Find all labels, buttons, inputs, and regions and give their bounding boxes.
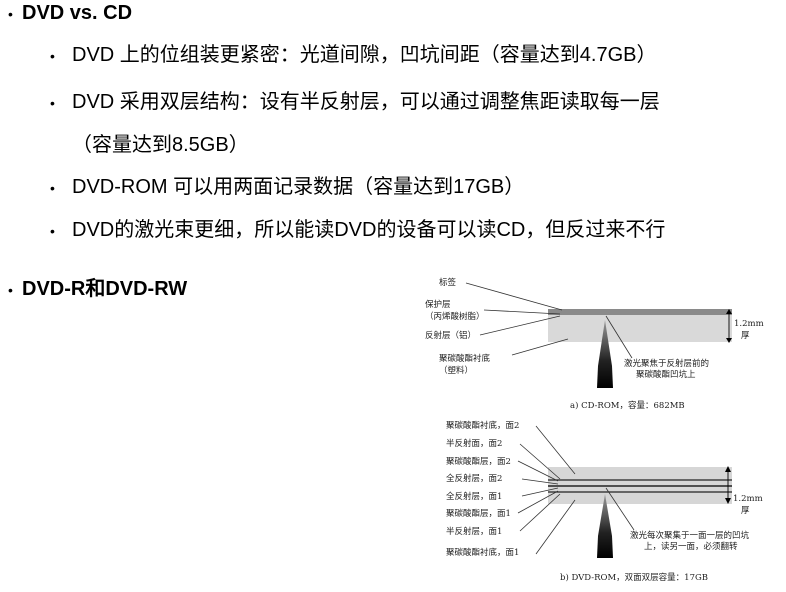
disc-structure-figure: 1.2mm 厚 标签 保护层 （丙烯酸树脂） 反射层（铝） 聚碳酸酯衬底 （塑料…: [410, 268, 780, 587]
item-continuation: （容量达到8.5GB）: [72, 134, 249, 156]
cd-label: 保护层: [425, 299, 451, 310]
dvd-annotation: 上，读另一面，必须翻转: [644, 541, 738, 552]
dvd-label: 半反射面，面2: [446, 438, 502, 449]
item-text: DVD的激光束更细，所以能读DVD的设备可以读CD，但反过来不行: [72, 219, 666, 241]
dvd-annotation: 激光每次聚集于一面一层的凹坑: [630, 530, 750, 541]
list-item: • DVD-ROM 可以用两面记录数据（容量达到17GB）: [50, 174, 524, 201]
bullet-icon: •: [50, 94, 55, 111]
cd-rom-diagram: 1.2mm 厚 标签 保护层 （丙烯酸树脂） 反射层（铝） 聚碳酸酯衬底 （塑料…: [425, 277, 764, 411]
heading-text: DVD-R和DVD-RW: [22, 278, 188, 300]
cd-thickness-unit: 厚: [741, 331, 750, 341]
cd-label: 反射层（铝）: [425, 330, 476, 341]
dvd-thickness: 1.2mm: [733, 494, 763, 504]
list-item: • DVD 采用双层结构：设有半反射层，可以通过调整焦距读取每一层: [50, 89, 660, 116]
laser-beam-icon: [597, 494, 613, 558]
heading-text: DVD vs. CD: [22, 2, 133, 24]
bullet-icon: •: [50, 179, 55, 196]
cd-protective-layer: [548, 309, 732, 315]
bullet-icon: •: [50, 47, 55, 64]
dvd-label: 聚碳酸酯层，面2: [446, 456, 511, 467]
section-heading-dvd-vs-cd: • DVD vs. CD: [8, 2, 132, 25]
dvd-rom-diagram: 1.2mm 厚 聚碳酸酯衬底，面2 半反射面，面2 聚碳酸酯层，面2 全反射层，…: [446, 420, 763, 583]
dvd-caption: b) DVD-ROM，双面双层容量：17GB: [560, 572, 708, 583]
list-item: • DVD 上的位组装更紧密：光道间隙，凹坑间距（容量达到4.7GB）: [50, 42, 656, 69]
cd-thickness: 1.2mm: [734, 319, 764, 329]
item-text: DVD 采用双层结构：设有半反射层，可以通过调整焦距读取每一层: [72, 91, 660, 113]
item-text: DVD 上的位组装更紧密：光道间隙，凹坑间距（容量达到4.7GB）: [72, 44, 657, 66]
cd-substrate: [548, 315, 732, 342]
list-item: • DVD的激光束更细，所以能读DVD的设备可以读CD，但反过来不行: [50, 217, 665, 244]
cd-label: （塑料）: [439, 365, 473, 376]
bullet-icon: •: [50, 222, 55, 239]
cd-label: 标签: [439, 277, 457, 288]
dvd-label: 聚碳酸酯层，面1: [446, 508, 511, 519]
bullet-icon: •: [8, 281, 13, 298]
section-heading-dvd-r-rw: • DVD-R和DVD-RW: [8, 272, 187, 301]
item-text: DVD-ROM 可以用两面记录数据（容量达到17GB）: [72, 176, 525, 198]
cd-label: 聚碳酸酯衬底: [439, 353, 491, 364]
cd-annotation: 激光聚焦于反射层前的: [624, 358, 709, 369]
laser-beam-icon: [597, 320, 613, 388]
cd-annotation: 聚碳酸酯凹坑上: [636, 369, 696, 380]
dvd-label: 全反射层，面2: [446, 473, 502, 484]
dvd-label: 全反射层，面1: [446, 491, 502, 502]
dvd-label: 聚碳酸酯衬底，面2: [446, 420, 519, 431]
dvd-label: 聚碳酸酯衬底，面1: [446, 547, 519, 558]
bullet-icon: •: [8, 5, 13, 22]
cd-label: （丙烯酸树脂）: [425, 311, 485, 322]
cd-caption: a) CD-ROM，容量：682MB: [570, 400, 685, 411]
dvd-thickness-unit: 厚: [741, 506, 750, 516]
dvd-label: 半反射层，面1: [446, 526, 502, 537]
